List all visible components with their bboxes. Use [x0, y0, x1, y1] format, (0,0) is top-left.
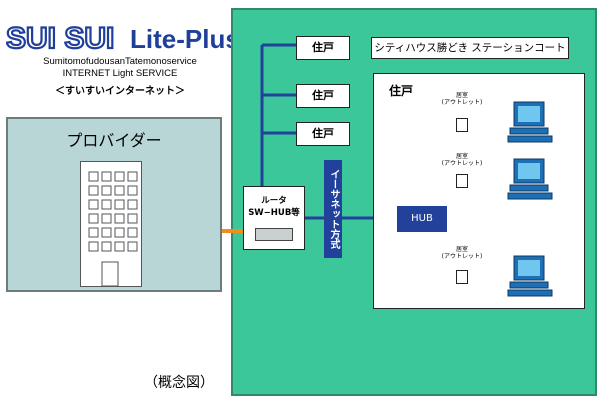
outlet-icon: [456, 270, 468, 284]
hub-box: HUB: [397, 206, 447, 232]
room-label-1: 居室 (アウトレット): [441, 92, 483, 106]
computer-icon: [507, 158, 553, 200]
router-label: ルータ: [261, 196, 287, 206]
residence-box-3: 住戸: [296, 122, 350, 146]
outlet-icon: [456, 174, 468, 188]
room-label-2: 居室 (アウトレット): [441, 153, 483, 167]
ethernet-label: イーサネット方式: [324, 160, 342, 258]
computer-icon: [507, 255, 553, 297]
provider-box: プロバイダー: [6, 117, 222, 292]
computer-icon: [507, 101, 553, 143]
building-icon: [80, 161, 142, 287]
inner-residence-title: 住戸: [389, 84, 414, 98]
building-title: シティハウス勝どき ステーションコート: [371, 37, 569, 59]
logo-nickname: ＜すいすいインターネット＞: [55, 86, 185, 97]
router-port: [255, 228, 293, 241]
residence-box-2: 住戸: [296, 84, 350, 108]
inner-residence-box: [373, 73, 585, 309]
suisui-logo: SUI SUI Lite-Plus: [6, 21, 231, 54]
residence-box-1: 住戸: [296, 36, 350, 60]
router-switch-label: SW−HUB等: [248, 208, 300, 218]
outlet-icon: [456, 118, 468, 132]
logo-wordmark-left: SUI SUI: [6, 22, 114, 54]
logo-service: INTERNET Light SERVICE: [62, 68, 178, 79]
diagram-caption: （概念図）: [144, 375, 214, 391]
provider-title: プロバイダー: [66, 131, 162, 150]
room-label-3: 居室 (アウトレット): [441, 246, 483, 260]
logo-company: SumitomofudousanTatemonoservice: [43, 56, 197, 67]
logo-wordmark-right: Lite-Plus: [130, 24, 231, 54]
router-box: ルータ SW−HUB等: [243, 186, 305, 250]
